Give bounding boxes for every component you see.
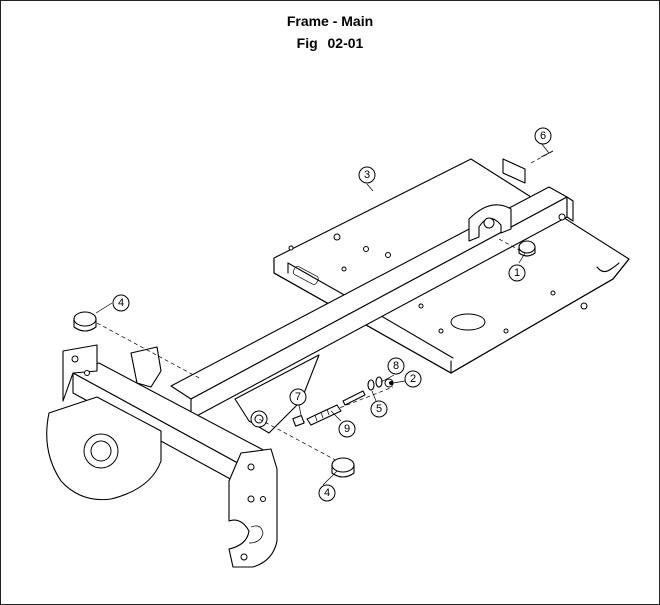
callout-3-label: 3	[364, 169, 370, 181]
bushing-parts	[73, 240, 536, 478]
callout-6-label: 6	[540, 130, 546, 142]
callout-6: 6	[534, 127, 552, 145]
callout-8: 8	[387, 357, 405, 375]
front-cross-tube	[46, 344, 278, 568]
callout-5: 5	[370, 400, 388, 418]
callout-5-label: 5	[376, 403, 382, 415]
callout-2: 2	[404, 370, 422, 388]
callout-9: 9	[338, 420, 356, 438]
callout-7-label: 7	[295, 391, 301, 403]
callout-7: 7	[289, 388, 307, 406]
callout-4-upper-label: 4	[118, 297, 124, 309]
callout-leaders	[95, 142, 550, 486]
callout-8-label: 8	[393, 360, 399, 372]
main-tube-beam	[170, 186, 574, 420]
callout-9-label: 9	[344, 423, 350, 435]
hardware-parts	[292, 150, 554, 427]
callout-3: 3	[358, 166, 376, 184]
callout-4-lower-label: 4	[324, 487, 330, 499]
callout-1: 1	[508, 264, 526, 282]
callout-4-lower: 4	[318, 484, 336, 502]
callout-2-label: 2	[410, 373, 416, 385]
pivot-gusset	[234, 354, 320, 434]
callout-4-upper: 4	[112, 294, 130, 312]
callout-1-label: 1	[514, 267, 520, 279]
figure-number: Fig 02-01	[296, 35, 364, 51]
diagram-title: Frame - Main	[286, 13, 374, 29]
